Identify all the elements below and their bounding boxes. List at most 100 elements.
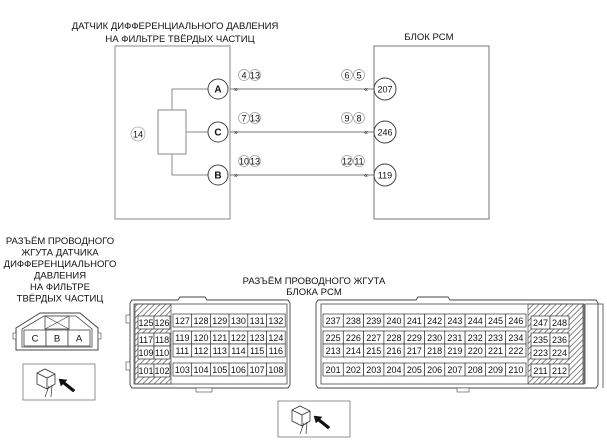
pcm-cell-113: 113 <box>210 343 230 358</box>
ref-circle: 8 <box>353 112 365 124</box>
pcm-cell-124: 124 <box>266 330 286 345</box>
pcm-cell-102: 102 <box>153 363 171 378</box>
pcm-cell-215: 215 <box>363 343 385 358</box>
pcm-cell-127: 127 <box>172 313 193 328</box>
pcm-cell-115: 115 <box>247 343 267 358</box>
pcm-connector-view-icon <box>277 400 351 438</box>
svg-text:C: C <box>214 128 221 139</box>
pcm-cell-228: 228 <box>383 330 405 345</box>
pcm-cell-122: 122 <box>228 330 249 345</box>
svg-text:207: 207 <box>377 85 392 95</box>
svg-text:209: 209 <box>488 365 503 375</box>
sensor-pin-b: B <box>207 164 229 186</box>
svg-text:127: 127 <box>175 316 190 326</box>
svg-text:132: 132 <box>268 316 283 326</box>
svg-text:238: 238 <box>346 316 361 326</box>
svg-text:B: B <box>214 171 221 182</box>
pcm-cell-223: 223 <box>530 345 551 360</box>
connector-arrow-out: » <box>234 87 238 94</box>
sensor-connector-title-line: ТВЁРДЫХ ЧАСТИЦ <box>17 294 104 305</box>
sensor-connector-title-line: НА ФИЛЬТРЕ <box>30 282 90 293</box>
svg-text:213: 213 <box>326 346 341 356</box>
svg-text:242: 242 <box>427 316 442 326</box>
pcm-cell-208: 208 <box>464 362 486 377</box>
sensor-connector-title-line: ЖГУТА ДАТЧИКА <box>21 248 99 259</box>
svg-text:119: 119 <box>175 333 189 343</box>
svg-text:226: 226 <box>346 333 361 343</box>
svg-text:130: 130 <box>231 316 246 326</box>
svg-text:230: 230 <box>427 333 442 343</box>
ref-circle: 12 <box>341 155 353 167</box>
svg-text:233: 233 <box>488 333 503 343</box>
svg-text:101: 101 <box>138 366 153 376</box>
svg-text:115: 115 <box>250 346 264 356</box>
pcm-cell-217: 217 <box>403 343 425 358</box>
svg-text:245: 245 <box>488 316 503 326</box>
pcm-cell-209: 209 <box>485 362 507 377</box>
pcm-cell-112: 112 <box>191 343 211 358</box>
sensor-title-line2: НА ФИЛЬТРЕ ТВЁРДЫХ ЧАСТИЦ <box>105 34 254 45</box>
pcm-cell-128: 128 <box>191 313 211 328</box>
svg-text:244: 244 <box>468 316 483 326</box>
pcm-cell-131: 131 <box>247 313 267 328</box>
pcm-connector-title-line2: БЛОКА PCM <box>286 287 342 298</box>
pcm-cell-106: 106 <box>228 362 249 377</box>
ref-circle: 5 <box>353 69 365 81</box>
svg-text:13: 13 <box>250 157 260 167</box>
pcm-cell-120: 120 <box>191 330 211 345</box>
sensor-connector-cell-a: A <box>67 329 91 347</box>
svg-text:A: A <box>76 334 83 345</box>
svg-text:A: A <box>214 85 221 96</box>
svg-text:110: 110 <box>155 348 169 358</box>
pcm-cell-111: 111 <box>172 343 193 358</box>
svg-text:107: 107 <box>250 365 265 375</box>
sensor-connector-title-line: РАЗЪЁМ ПРОВОДНОГО <box>6 236 114 247</box>
ref-circle: 13 <box>249 112 261 124</box>
pcm-cell-125: 125 <box>137 315 155 330</box>
pcm-cell-232: 232 <box>464 330 486 345</box>
svg-text:202: 202 <box>346 365 361 375</box>
pcm-pin-207: 207 <box>373 77 397 101</box>
svg-text:13: 13 <box>250 71 260 81</box>
pcm-cell-118: 118 <box>153 332 171 347</box>
pcm-cell-213: 213 <box>322 343 344 358</box>
pcm-cell-205: 205 <box>403 362 425 377</box>
pcm-cell-108: 108 <box>266 362 286 377</box>
ref-circle: 13 <box>249 69 261 81</box>
pcm-cell-221: 221 <box>485 343 507 358</box>
svg-text:220: 220 <box>468 346 483 356</box>
svg-text:237: 237 <box>326 316 341 326</box>
svg-text:104: 104 <box>194 365 209 375</box>
ref-circle: 6 <box>341 69 353 81</box>
svg-text:248: 248 <box>552 318 567 328</box>
sensor-ref-circle: 14 <box>130 126 146 142</box>
ref-circle: 10 <box>238 155 250 167</box>
svg-text:240: 240 <box>387 316 402 326</box>
svg-text:236: 236 <box>552 335 567 345</box>
pcm-cell-218: 218 <box>424 343 446 358</box>
svg-text:102: 102 <box>154 366 169 376</box>
pcm-cell-204: 204 <box>383 362 405 377</box>
pcm-cell-107: 107 <box>247 362 267 377</box>
pcm-cell-119: 119 <box>172 330 193 345</box>
pcm-cell-229: 229 <box>403 330 425 345</box>
svg-text:106: 106 <box>231 365 246 375</box>
svg-text:232: 232 <box>468 333 483 343</box>
svg-text:120: 120 <box>194 333 209 343</box>
ref-circle: 9 <box>341 112 353 124</box>
pcm-cell-240: 240 <box>383 313 405 328</box>
sensor-connector-view-icon <box>22 363 96 401</box>
svg-text:246: 246 <box>377 128 392 138</box>
pcm-cell-117: 117 <box>137 332 155 347</box>
svg-text:214: 214 <box>346 346 361 356</box>
svg-text:215: 215 <box>366 346 381 356</box>
svg-text:131: 131 <box>250 316 265 326</box>
ref-circle: 7 <box>238 112 250 124</box>
pcm-cell-109: 109 <box>137 345 155 360</box>
svg-text:207: 207 <box>447 365 462 375</box>
svg-text:5: 5 <box>356 71 361 81</box>
svg-text:12: 12 <box>342 157 352 167</box>
